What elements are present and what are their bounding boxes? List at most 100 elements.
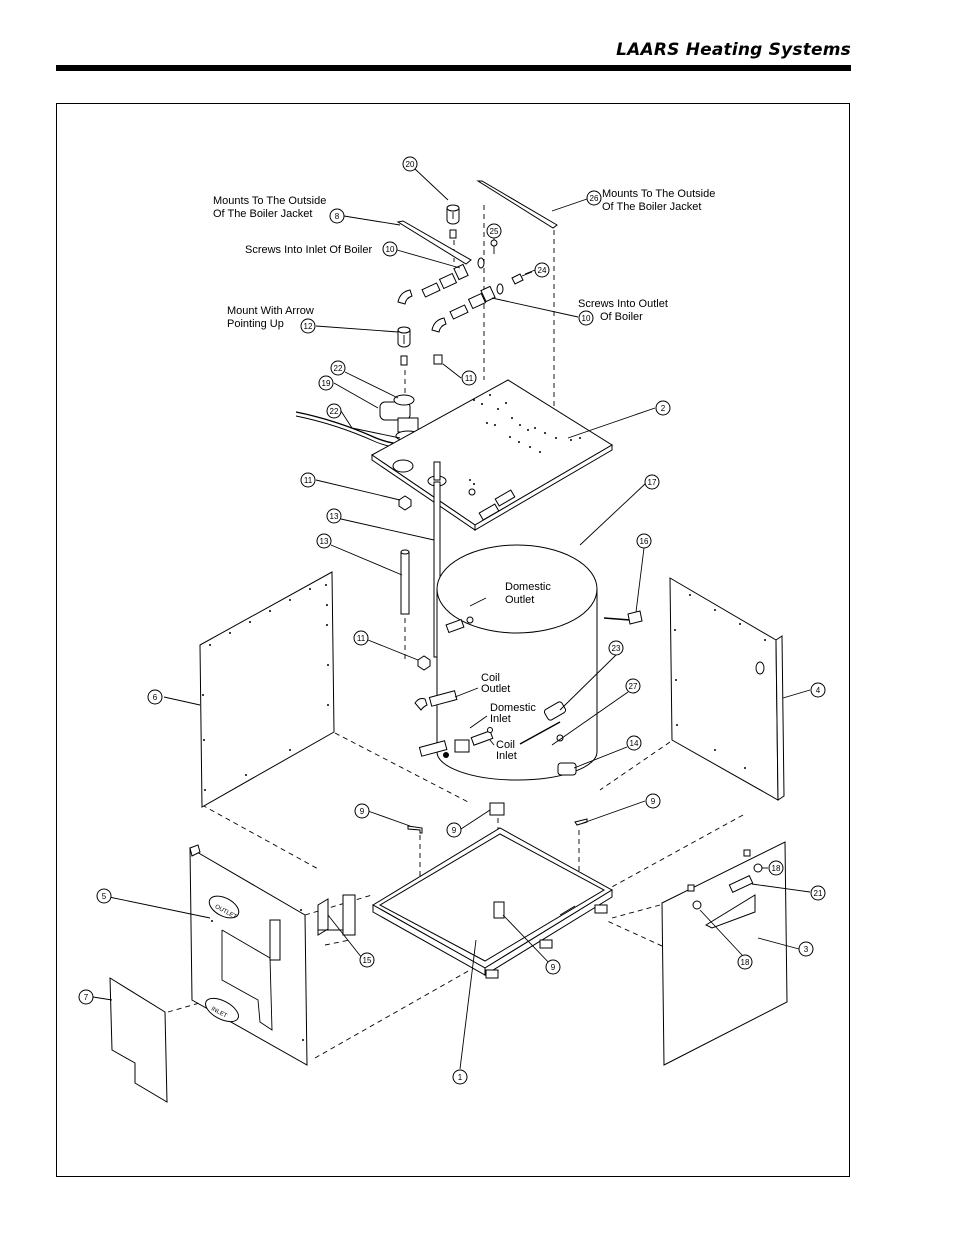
callout-13b: 13 bbox=[316, 533, 332, 549]
callout-26: 26 bbox=[586, 190, 602, 206]
note-screws-inlet: Screws Into Inlet Of Boiler bbox=[245, 244, 372, 256]
note-mounts-outside-right-2: Of The Boiler Jacket bbox=[602, 201, 701, 213]
svg-text:5: 5 bbox=[102, 892, 107, 901]
svg-text:12: 12 bbox=[304, 322, 313, 331]
svg-text:8: 8 bbox=[335, 212, 340, 221]
svg-text:10: 10 bbox=[582, 314, 591, 323]
note-mounts-outside-right-1: Mounts To The Outside bbox=[602, 188, 715, 200]
svg-text:25: 25 bbox=[490, 227, 499, 236]
svg-text:13: 13 bbox=[320, 537, 329, 546]
callout-20: 20 bbox=[402, 156, 418, 172]
svg-text:6: 6 bbox=[153, 693, 158, 702]
svg-text:11: 11 bbox=[357, 634, 366, 643]
svg-text:20: 20 bbox=[406, 160, 415, 169]
note-screws-outlet-1: Screws Into Outlet bbox=[578, 298, 668, 310]
callout-24: 24 bbox=[534, 262, 550, 278]
brand-title: LAARS Heating Systems bbox=[616, 40, 851, 60]
svg-text:9: 9 bbox=[360, 807, 365, 816]
callout-9c: 9 bbox=[645, 793, 661, 809]
callout-11c: 11 bbox=[353, 630, 369, 646]
svg-text:26: 26 bbox=[590, 194, 599, 203]
svg-text:17: 17 bbox=[648, 478, 657, 487]
front-panel-part-5: OUTLET INLET bbox=[189, 844, 308, 1066]
right-panel-part-4 bbox=[669, 577, 785, 801]
svg-text:10: 10 bbox=[386, 245, 395, 254]
callout-22a: 22 bbox=[330, 360, 346, 376]
callout-16: 16 bbox=[636, 533, 652, 549]
svg-text:9: 9 bbox=[651, 797, 656, 806]
svg-text:11: 11 bbox=[465, 374, 474, 383]
callout-22b: 22 bbox=[326, 403, 342, 419]
svg-text:24: 24 bbox=[538, 266, 547, 275]
callout-11a: 11 bbox=[461, 370, 477, 386]
header-rule bbox=[56, 65, 851, 71]
note-domestic-inlet-2: Inlet bbox=[490, 713, 511, 725]
note-domestic-outlet-1: Domestic bbox=[505, 581, 551, 593]
base-part-1 bbox=[372, 827, 613, 979]
sensor-well-part-20 bbox=[446, 204, 460, 239]
callout-15: 15 bbox=[359, 952, 375, 968]
svg-text:9: 9 bbox=[551, 963, 556, 972]
access-cover-part-7 bbox=[109, 977, 168, 1103]
svg-text:19: 19 bbox=[322, 379, 331, 388]
arrow-fitting-part-12 bbox=[397, 326, 411, 366]
callout-19: 19 bbox=[318, 375, 334, 391]
leader-lines bbox=[92, 168, 811, 1070]
callout-23: 23 bbox=[608, 640, 624, 656]
callout-7: 7 bbox=[78, 989, 94, 1005]
callout-10b: 10 bbox=[578, 310, 594, 326]
svg-text:14: 14 bbox=[630, 739, 639, 748]
callout-18b: 18 bbox=[737, 954, 753, 970]
note-coil-inlet-2: Inlet bbox=[496, 750, 517, 762]
svg-text:21: 21 bbox=[814, 889, 823, 898]
junction-box-part-15 bbox=[317, 894, 356, 936]
note-coil-inlet-1: Coil bbox=[496, 739, 515, 751]
svg-text:9: 9 bbox=[452, 826, 457, 835]
callout-10a: 10 bbox=[382, 241, 398, 257]
note-mounts-outside-left-2: Of The Boiler Jacket bbox=[213, 208, 312, 220]
callout-3: 3 bbox=[798, 941, 814, 957]
callout-6: 6 bbox=[147, 689, 163, 705]
note-domestic-outlet-2: Outlet bbox=[505, 594, 534, 606]
note-coil-outlet-2: Outlet bbox=[481, 683, 510, 695]
elbow-fittings bbox=[397, 289, 447, 365]
note-screws-outlet-2: Of Boiler bbox=[600, 311, 643, 323]
note-mounts-outside-left-1: Mounts To The Outside bbox=[213, 195, 326, 207]
svg-text:22: 22 bbox=[334, 364, 343, 373]
callout-14: 14 bbox=[626, 735, 642, 751]
svg-text:4: 4 bbox=[816, 686, 821, 695]
callout-4: 4 bbox=[810, 682, 826, 698]
probe-part-16 bbox=[603, 610, 643, 625]
rear-panel-part-3 bbox=[661, 841, 788, 1066]
top-panel-part-2 bbox=[371, 379, 613, 531]
svg-text:16: 16 bbox=[640, 537, 649, 546]
callout-13a: 13 bbox=[326, 508, 342, 524]
rail-part-8 bbox=[396, 220, 472, 265]
diagram-frame bbox=[56, 103, 850, 1177]
callout-18a: 18 bbox=[768, 860, 784, 876]
callout-2: 2 bbox=[655, 400, 671, 416]
svg-text:1: 1 bbox=[458, 1073, 463, 1082]
fittings-outlet-part-10 bbox=[449, 271, 533, 320]
callout-21: 21 bbox=[810, 885, 826, 901]
svg-text:27: 27 bbox=[629, 682, 638, 691]
callout-25: 25 bbox=[486, 223, 502, 239]
callout-27: 27 bbox=[625, 678, 641, 694]
svg-text:2: 2 bbox=[661, 404, 666, 413]
svg-text:18: 18 bbox=[772, 864, 781, 873]
fittings-inlet-part-10 bbox=[421, 239, 498, 298]
callout-8: 8 bbox=[329, 208, 345, 224]
note-mount-arrow-1: Mount With Arrow bbox=[227, 305, 314, 317]
svg-text:11: 11 bbox=[304, 476, 313, 485]
note-domestic-inlet-1: Domestic bbox=[490, 702, 536, 714]
svg-text:22: 22 bbox=[330, 407, 339, 416]
note-coil-outlet-1: Coil bbox=[481, 672, 500, 684]
callout-1: 1 bbox=[452, 1069, 468, 1085]
callout-9b: 9 bbox=[446, 822, 462, 838]
callout-11b: 11 bbox=[300, 472, 316, 488]
svg-text:23: 23 bbox=[612, 644, 621, 653]
callout-17: 17 bbox=[644, 474, 660, 490]
svg-text:13: 13 bbox=[330, 512, 339, 521]
svg-text:3: 3 bbox=[804, 945, 809, 954]
